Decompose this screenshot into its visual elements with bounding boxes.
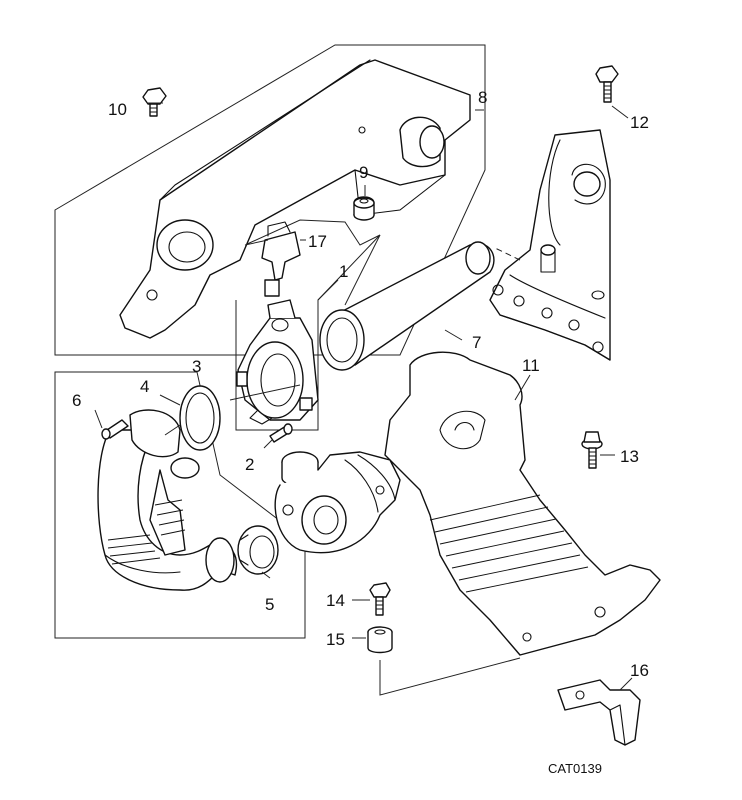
part-1-throttle-housing [236, 299, 319, 425]
part-10-bolt [142, 87, 167, 117]
part-15-spacer [367, 626, 393, 654]
callout-12: 12 [630, 113, 649, 132]
callout-17: 17 [308, 232, 327, 251]
turbocharger [274, 451, 401, 554]
leader-lines [94, 102, 633, 696]
callout-3: 3 [192, 357, 201, 376]
catalog-code: CAT0139 [548, 761, 602, 776]
part-9-grommet [353, 196, 375, 221]
callout-15: 15 [326, 630, 345, 649]
part-14-bolt [369, 582, 391, 616]
callout-8: 8 [478, 88, 487, 107]
callout-7: 7 [472, 333, 481, 352]
callout-11: 11 [522, 356, 540, 375]
part-13-bolt [581, 431, 603, 469]
part-6-screw [101, 419, 129, 440]
part-3-hose [97, 409, 238, 591]
callout-14: 14 [326, 591, 345, 610]
callout-2: 2 [245, 455, 254, 474]
callout-10: 10 [108, 100, 127, 119]
part-11-outlet-duct [384, 351, 661, 656]
callout-5: 5 [265, 595, 274, 614]
part-2-screw [269, 423, 293, 443]
part-4-clamp-ring [179, 385, 221, 451]
callout-6: 6 [72, 391, 81, 410]
part-16-bracket [557, 679, 641, 746]
callout-16: 16 [630, 661, 649, 680]
part-17-sensor [261, 221, 301, 297]
engine-block [489, 129, 611, 361]
callout-1: 1 [339, 262, 348, 281]
callout-4: 4 [140, 377, 149, 396]
part-7-intake-duct [319, 241, 495, 371]
part-8-engine-cover [119, 59, 471, 339]
part-5-seal-ring [237, 525, 279, 575]
callout-9: 9 [359, 163, 368, 182]
callout-13: 13 [620, 447, 639, 466]
part-12-bolt [595, 65, 619, 103]
group-frame-8 [54, 44, 486, 356]
